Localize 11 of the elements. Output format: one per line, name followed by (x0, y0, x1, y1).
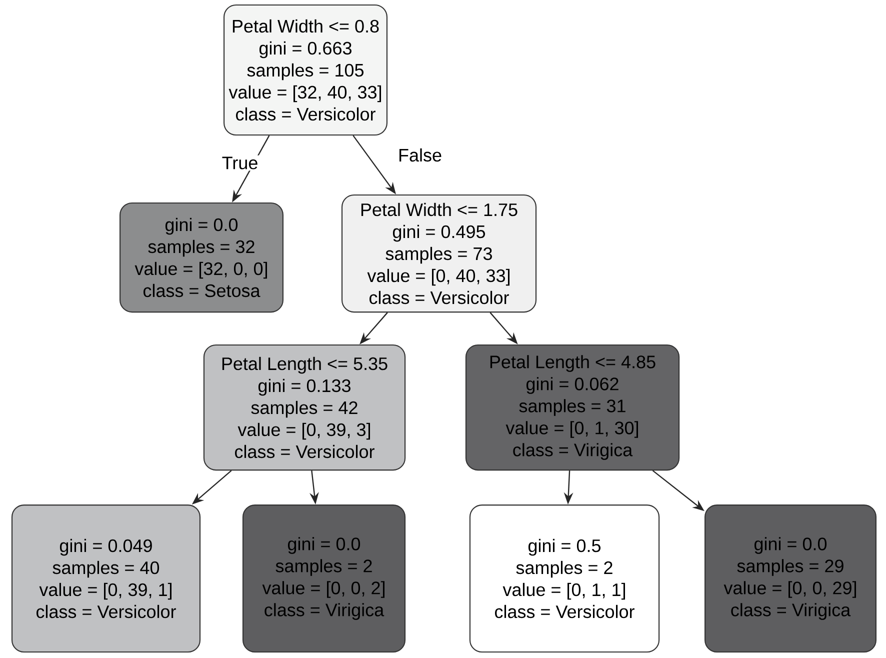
edge-label: False (399, 148, 442, 162)
tree-node-box: gini = 0.0 samples = 29 value = [0, 0, 29] class = Virigica (704, 504, 876, 653)
tree-node-box: Petal Length <= 5.35 gini = 0.133 samples = 42 value = [0, 39, 3] class = Versicolor (203, 344, 406, 471)
tree-node-box: gini = 0.0 samples = 2 value = [0, 0, 2] class = Virigica (242, 504, 406, 653)
tree-node-box: Petal Length <= 4.85 gini = 0.062 samples = 31 value = [0, 1, 30] class = Virigica (465, 344, 680, 471)
tree-node-box: gini = 0.049 samples = 40 value = [0, 39, 1] class = Versicolor (11, 504, 201, 653)
tree-node-box: Petal Width <= 0.8 gini = 0.663 samples = 105 value = [32, 40, 33] class = Versicolor (224, 4, 388, 136)
edge-label: True (222, 156, 258, 170)
tree-node-box: gini = 0.0 samples = 32 value = [32, 0, 0] class = Setosa (120, 202, 284, 313)
tree-node-box: gini = 0.5 samples = 2 value = [0, 1, 1] class = Versicolor (469, 504, 660, 653)
tree-node-box: Petal Width <= 1.75 gini = 0.495 samples = 73 value = [0, 40, 33] class = Versicolor (341, 194, 537, 313)
